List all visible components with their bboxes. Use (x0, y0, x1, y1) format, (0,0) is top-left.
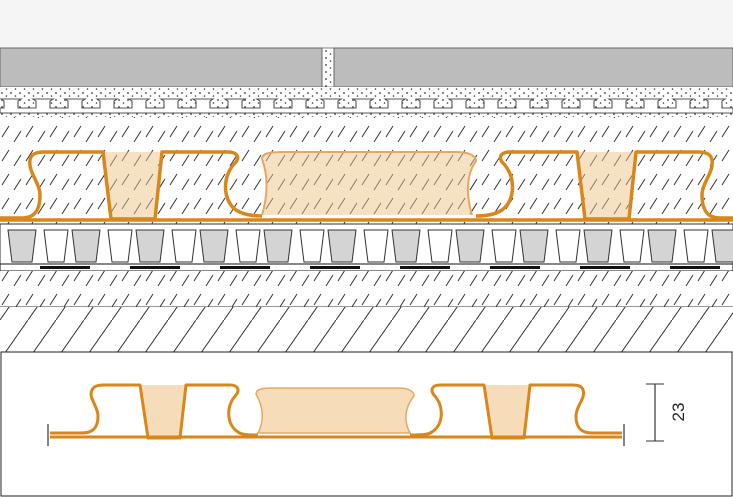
profile-pipe-fill (484, 385, 530, 438)
insulation-stud (683, 229, 709, 263)
insulation-stud (199, 229, 229, 263)
film-segment (490, 266, 540, 269)
grout-joint (321, 47, 335, 88)
insulation-stud (327, 229, 357, 263)
profile-fleece-fill (255, 387, 415, 434)
slab-hatch (0, 307, 733, 352)
film-segment (40, 266, 90, 269)
hatch-overlay (103, 152, 163, 220)
insulation-stud (7, 229, 37, 263)
insulation-stud (363, 229, 389, 263)
film-segment (220, 266, 270, 269)
fleece-cushion (261, 158, 268, 216)
film-segment (400, 266, 450, 269)
tile (0, 47, 323, 88)
insulation-stud (555, 229, 581, 263)
hatch-overlay (262, 152, 476, 216)
uncoupling-mat-layer (0, 87, 733, 117)
insulation-stud (135, 229, 165, 263)
insulation-stud (263, 229, 293, 263)
background (0, 0, 733, 48)
separation-film (0, 263, 733, 272)
film-segment (670, 266, 720, 269)
insulation-stud (455, 229, 485, 263)
slab-layer (0, 307, 733, 352)
profile-detail: 23 (0, 351, 733, 497)
insulation-stud (491, 229, 517, 263)
levelling-layer (0, 271, 733, 308)
insulation-stud (171, 229, 197, 263)
dimension-label: 23 (669, 403, 688, 422)
insulation-stud (619, 229, 645, 263)
profile-pipe-fill (140, 385, 186, 438)
insulation-stud (43, 229, 69, 263)
hatch-overlay (577, 152, 637, 220)
fleece-cushion (261, 151, 478, 216)
height-dimension: 23 (646, 383, 688, 442)
insulation-layer (0, 223, 733, 265)
insulation-stud (391, 229, 421, 263)
film-segment (580, 266, 630, 269)
floor-section (0, 0, 733, 352)
levelling-hatch (0, 271, 733, 307)
insulation-stud (583, 229, 613, 263)
insulation-stud (427, 229, 453, 263)
film-segment (310, 266, 360, 269)
heating-panel (0, 150, 733, 222)
insulation-stud (647, 229, 677, 263)
insulation-stud (711, 229, 733, 263)
tile (333, 47, 733, 88)
insulation-stud (235, 229, 261, 263)
film-segment (130, 266, 180, 269)
insulation-stud (519, 229, 549, 263)
insulation-stud (107, 229, 133, 263)
uncoupling-mat (0, 98, 733, 114)
insulation-stud (299, 229, 325, 263)
insulation-stud (71, 229, 101, 263)
tile-layer (0, 47, 733, 88)
